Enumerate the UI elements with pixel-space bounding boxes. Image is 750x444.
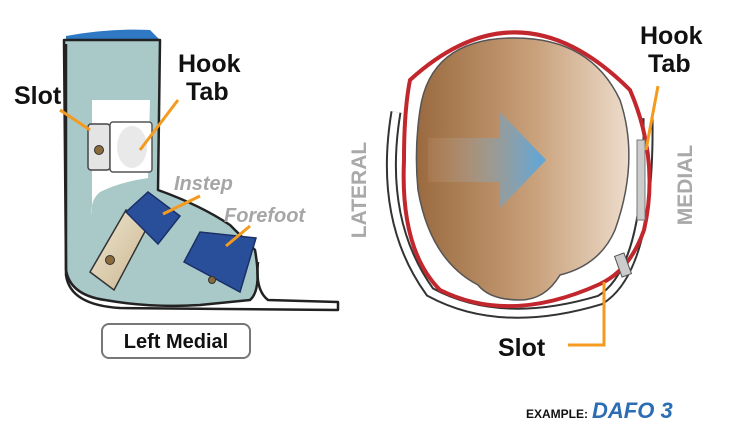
right-slot-label: Slot bbox=[498, 334, 546, 362]
right-hook-tab-label-1: Hook bbox=[640, 22, 703, 50]
instep-strap bbox=[124, 191, 182, 246]
top-rivet bbox=[94, 145, 104, 155]
view-caption: Left Medial bbox=[124, 331, 228, 353]
left-medial-view: Slot Hook Tab Instep Forefoot Left Media… bbox=[14, 29, 340, 359]
medial-hook-strip bbox=[636, 139, 646, 221]
right-slot-leader bbox=[568, 282, 606, 347]
view-caption-box bbox=[101, 323, 251, 359]
instep-rivet bbox=[105, 255, 115, 265]
red-shell-outline bbox=[401, 30, 652, 309]
forefoot-label: Forefoot bbox=[224, 205, 306, 227]
forefoot-rivet bbox=[208, 276, 216, 284]
slot-leader bbox=[59, 108, 91, 132]
instep-label: Instep bbox=[174, 173, 233, 195]
example-caption: EXAMPLE: DAFO 3 bbox=[526, 398, 673, 423]
brace-liner bbox=[64, 44, 340, 312]
slot-label: Slot bbox=[14, 82, 62, 110]
hook-tab-texture bbox=[117, 126, 147, 168]
forefoot-strap bbox=[182, 231, 257, 294]
example-prefix: EXAMPLE: bbox=[526, 407, 588, 421]
cross-section-view: Hook Tab LATERAL MEDIAL Slot bbox=[348, 22, 703, 362]
lateral-label: LATERAL bbox=[348, 142, 371, 239]
hook-tab-label-2: Tab bbox=[186, 78, 229, 106]
pressure-arrow bbox=[428, 112, 546, 208]
hook-tab-label-1: Hook bbox=[178, 50, 241, 78]
right-hook-tab-label-2: Tab bbox=[648, 50, 691, 78]
medial-label: MEDIAL bbox=[674, 145, 697, 226]
example-product: DAFO 3 bbox=[592, 398, 673, 423]
right-hook-tab-leader bbox=[644, 85, 660, 151]
instep-leader bbox=[162, 194, 201, 216]
medial-slot-buckle bbox=[613, 252, 633, 278]
forefoot-leader bbox=[225, 224, 251, 248]
outer-liner-inner bbox=[387, 111, 652, 317]
hook-tab-leader bbox=[138, 99, 180, 151]
